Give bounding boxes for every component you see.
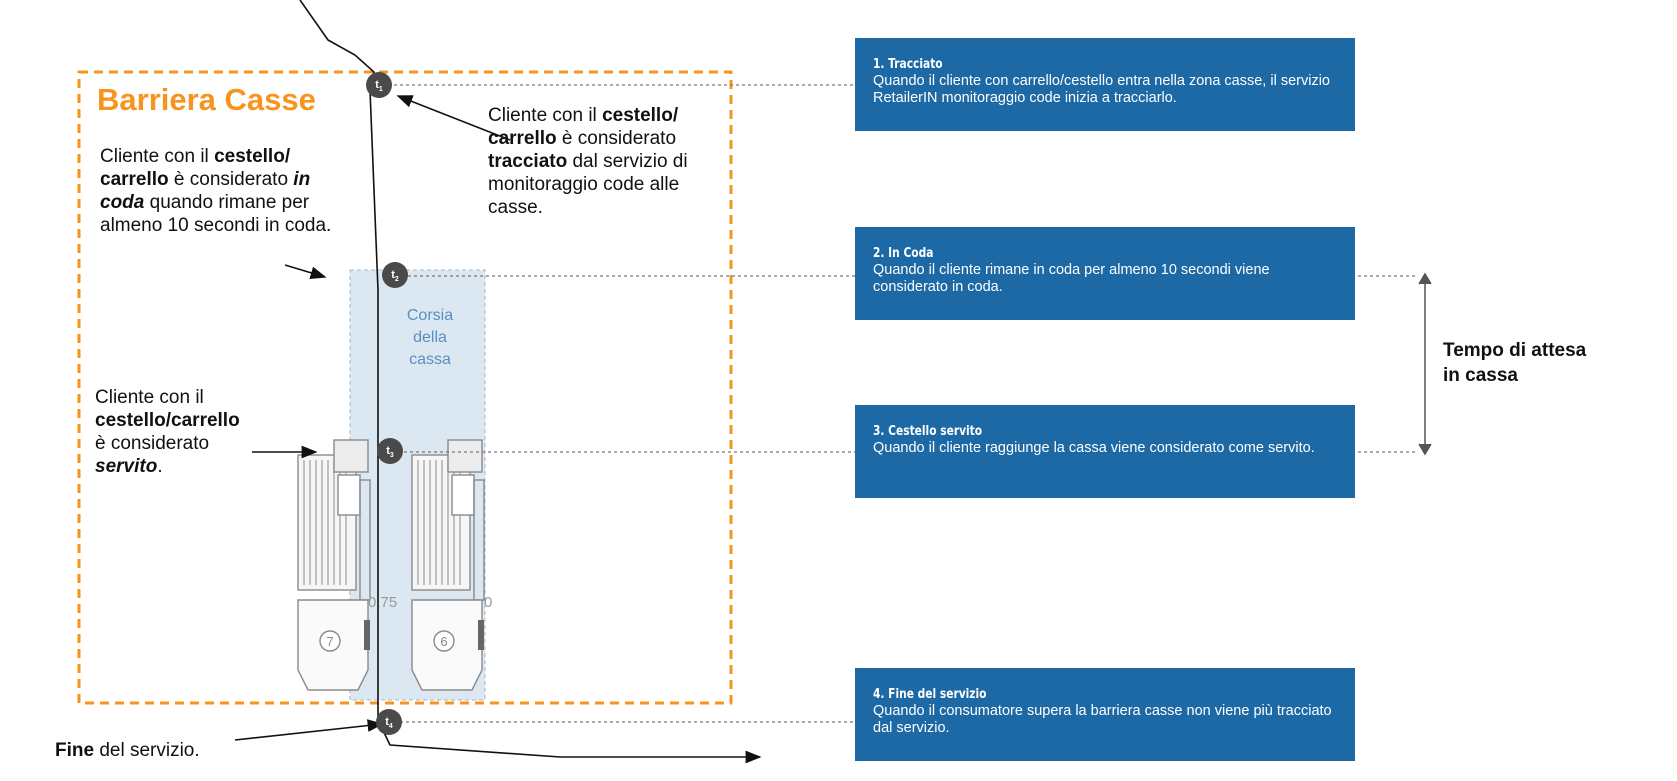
node-t2: t2 — [382, 262, 408, 288]
arrow-tracciato — [396, 95, 511, 141]
checkout-counter-6 — [411, 439, 485, 691]
annotation-servito: Cliente con il cestello/carrello è consi… — [95, 387, 240, 477]
step-3-title: 3. Cestello servito — [873, 424, 983, 439]
node-t3: t3 — [377, 438, 403, 464]
step-4-title: 4. Fine del servizio — [873, 687, 987, 702]
step-2-text: Quando il cliente rimane in coda per alm… — [873, 262, 1270, 295]
checkout-counter-7 — [297, 439, 371, 691]
checkout-7-badge — [319, 630, 341, 652]
step-1-text: Quando il cliente con carrello/cestello … — [873, 73, 1330, 106]
wait-time-arrow — [1418, 272, 1432, 456]
step-box-3: 3. Cestello servito Quando il cliente ra… — [855, 405, 1355, 498]
customer-path — [299, 0, 762, 764]
barrier-title: Barriera Casse — [97, 82, 316, 117]
barrier-zone — [77, 70, 733, 705]
step-1-title: 1. Tracciato — [873, 57, 943, 72]
annotation-tracciato: Cliente con il cestello/ carrello è cons… — [488, 105, 688, 218]
arrow-fine — [234, 719, 384, 741]
checkout-6-number: 6 — [440, 634, 447, 649]
annotation-in-coda: Cliente con il cestello/ carrello è cons… — [100, 146, 332, 236]
step-box-4: 4. Fine del servizio Quando il consumato… — [855, 668, 1355, 761]
annotation-fine: Fine del servizio. — [55, 740, 200, 761]
annotation-arrows — [234, 95, 511, 741]
guide-lines — [388, 84, 1415, 723]
step-4-text: Quando il consumatore supera la barriera… — [873, 703, 1332, 736]
checkout-7-width: 0.75 — [368, 594, 397, 611]
checkout-6-width: 0 — [484, 594, 492, 611]
step-box-2: 2. In Coda Quando il cliente rimane in c… — [855, 227, 1355, 320]
node-t4: t4 — [376, 709, 402, 735]
checkout-7-number: 7 — [326, 634, 333, 649]
step-3-text: Quando il cliente raggiunge la cassa vie… — [873, 440, 1315, 456]
step-box-1: 1. Tracciato Quando il cliente con carre… — [855, 38, 1355, 131]
step-2-title: 2. In Coda — [873, 246, 934, 261]
node-t1: t1 — [366, 72, 392, 98]
arrow-in-coda — [284, 264, 327, 279]
checkout-6-badge — [433, 630, 455, 652]
